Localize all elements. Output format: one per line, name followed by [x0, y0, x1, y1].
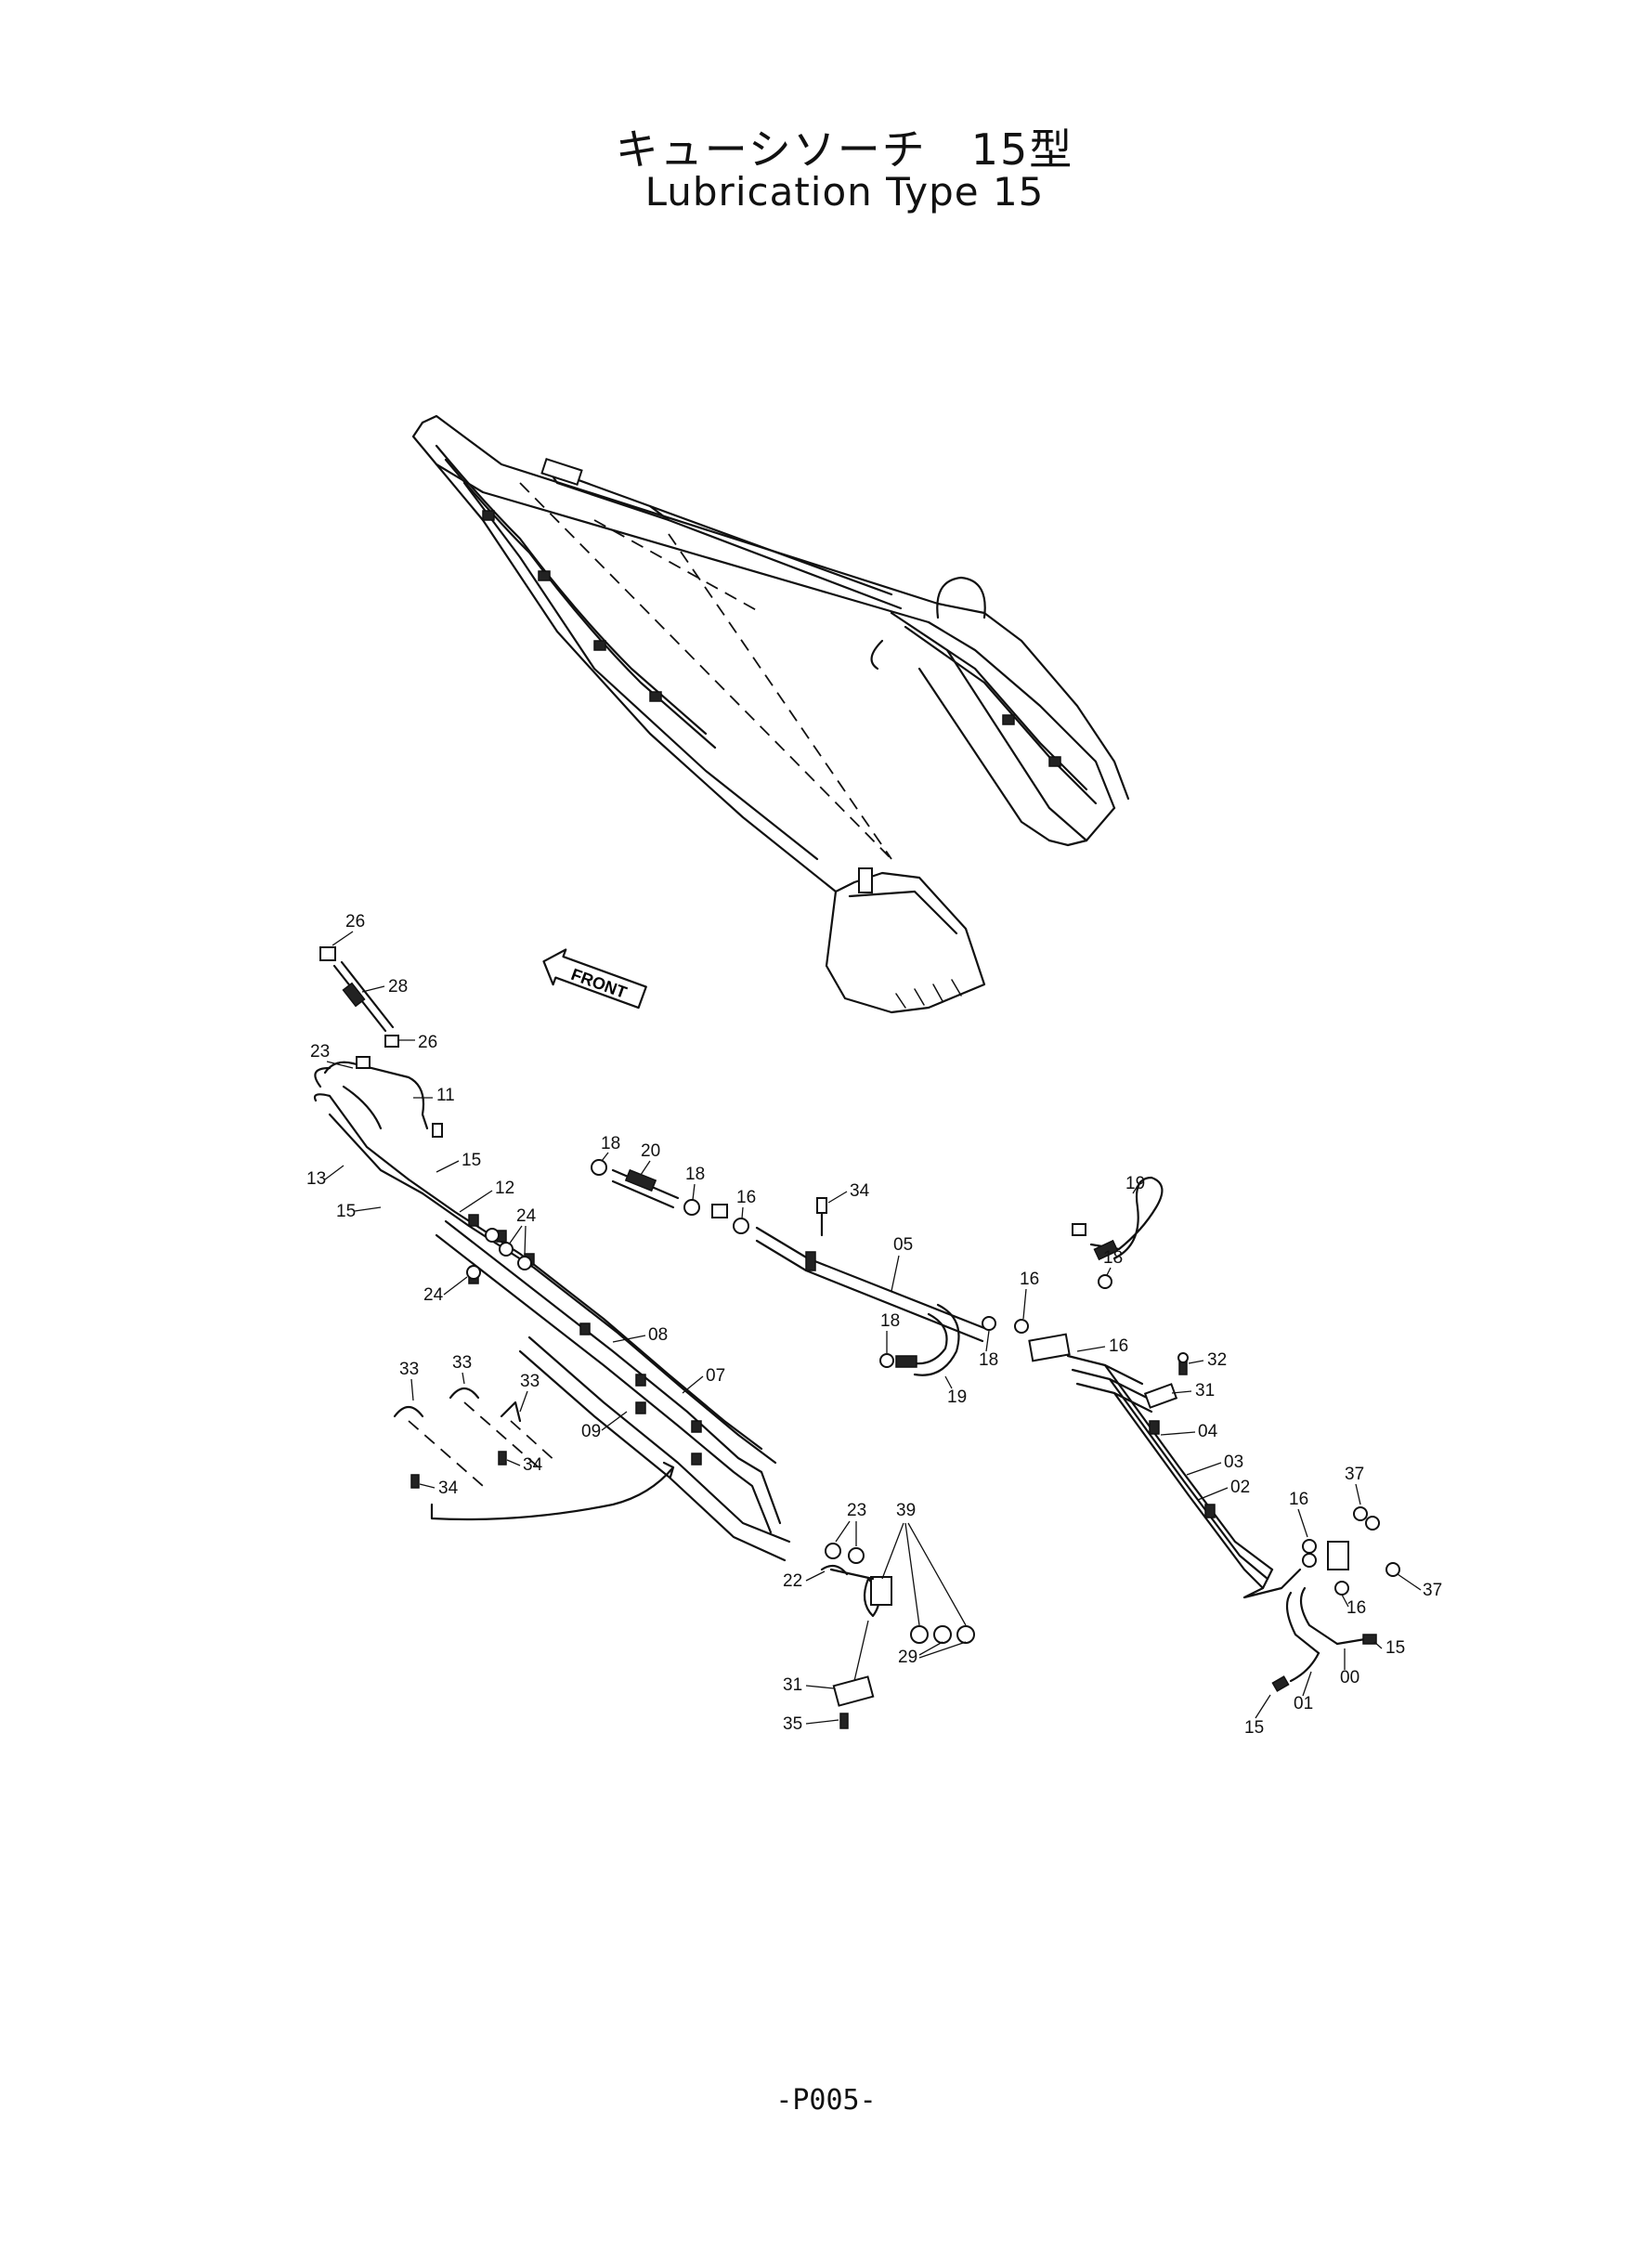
- callout-19: 19: [947, 1388, 967, 1407]
- callout-16: 16: [1109, 1336, 1128, 1356]
- page-title-english: Lubrication Type 15: [644, 169, 1045, 215]
- page-number: -P005-: [775, 2084, 877, 2117]
- callout-08: 08: [648, 1325, 668, 1345]
- callout-16: 16: [1289, 1490, 1308, 1509]
- callout-37: 37: [1345, 1465, 1364, 1484]
- callout-04: 04: [1198, 1422, 1218, 1441]
- callout-23: 23: [847, 1501, 866, 1520]
- callout-03: 03: [1224, 1453, 1243, 1472]
- callout-35: 35: [783, 1714, 802, 1734]
- callout-32: 32: [1207, 1350, 1227, 1370]
- callout-11: 11: [436, 1086, 455, 1105]
- callout-24: 24: [423, 1285, 444, 1305]
- page-title-japanese: キューシソーチ 15型: [615, 124, 1074, 175]
- callout-18: 18: [1103, 1248, 1123, 1268]
- callout-12: 12: [495, 1179, 514, 1198]
- callout-39: 39: [896, 1501, 916, 1520]
- callout-31: 31: [1195, 1381, 1215, 1401]
- callout-15: 15: [1385, 1638, 1405, 1658]
- front-arrow: FRONT: [542, 948, 647, 1010]
- callout-33: 33: [452, 1353, 472, 1373]
- center-hose-assembly: [591, 1159, 1164, 1376]
- callout-18: 18: [880, 1311, 900, 1331]
- callout-labels: 26 28 26 23 11 13 15 15 12 24 24 08 07 0…: [306, 912, 1442, 1738]
- callout-18: 18: [979, 1350, 998, 1370]
- callout-26: 26: [418, 1033, 437, 1052]
- callout-22: 22: [783, 1571, 802, 1591]
- callout-00: 00: [1340, 1668, 1359, 1687]
- callout-34: 34: [438, 1479, 459, 1498]
- callout-07: 07: [706, 1366, 725, 1386]
- boom-arm-assembly: [411, 414, 1130, 1014]
- callout-29: 29: [898, 1648, 917, 1667]
- callout-15: 15: [462, 1151, 481, 1170]
- callout-15: 15: [1244, 1718, 1264, 1738]
- callout-24: 24: [516, 1206, 537, 1226]
- callout-37: 37: [1423, 1581, 1442, 1600]
- callout-05: 05: [893, 1235, 913, 1255]
- callout-28: 28: [388, 977, 408, 997]
- callout-26: 26: [345, 912, 365, 932]
- callout-20: 20: [641, 1141, 660, 1161]
- callout-34: 34: [850, 1181, 870, 1201]
- left-hose-assembly: [313, 946, 975, 1729]
- callout-16: 16: [1346, 1598, 1366, 1618]
- callout-13: 13: [306, 1169, 326, 1189]
- callout-18: 18: [601, 1134, 620, 1153]
- callout-16: 16: [1020, 1270, 1039, 1289]
- right-pipe-assembly: [1066, 1352, 1400, 1692]
- callout-01: 01: [1294, 1694, 1313, 1713]
- callout-33: 33: [520, 1372, 540, 1391]
- callout-15: 15: [336, 1202, 356, 1221]
- callout-16: 16: [736, 1188, 756, 1207]
- callout-09: 09: [581, 1422, 601, 1441]
- callout-19: 19: [1125, 1174, 1145, 1193]
- callout-18: 18: [685, 1165, 705, 1184]
- callout-02: 02: [1230, 1478, 1250, 1497]
- callout-23: 23: [310, 1042, 330, 1062]
- callout-31: 31: [783, 1675, 802, 1695]
- callout-33: 33: [399, 1360, 419, 1379]
- callout-34: 34: [523, 1455, 543, 1475]
